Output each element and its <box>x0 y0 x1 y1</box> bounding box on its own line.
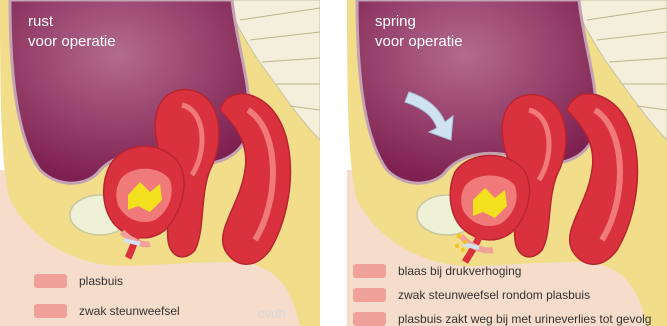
panel-jump: spring voor operatie blaas bij drukverho… <box>347 0 667 326</box>
legend-swatch <box>34 304 67 318</box>
title-line-2: voor operatie <box>375 32 463 52</box>
legend-item-urethra-sags: plasbuis zakt weg bij met urineverlies t… <box>353 312 651 326</box>
panel-title-jump: spring voor operatie <box>375 12 463 52</box>
legend-item-urethra: plasbuis <box>34 274 123 288</box>
legend-label: zwak steunweefsel <box>79 304 180 318</box>
title-line-1: spring <box>375 12 463 32</box>
legend-item-weak-tissue-urethra: zwak steunweefsel rondom plasbuis <box>353 288 590 302</box>
legend-label: plasbuis <box>79 274 123 288</box>
legend-label: blaas bij drukverhoging <box>398 264 521 278</box>
panel-rest: rust voor operatie plasbuis zwak steunwe… <box>0 0 320 326</box>
title-line-2: voor operatie <box>28 32 116 52</box>
title-line-1: rust <box>28 12 116 32</box>
legend-swatch <box>353 312 386 326</box>
legend-swatch <box>353 288 386 302</box>
legend-label: zwak steunweefsel rondom plasbuis <box>398 288 590 302</box>
legend-swatch <box>353 264 386 278</box>
legend-swatch <box>34 274 67 288</box>
legend-label: plasbuis zakt weg bij met urineverlies t… <box>398 312 651 326</box>
credit-text: cvdh <box>258 306 285 321</box>
legend-item-weak-tissue: zwak steunweefsel <box>34 304 180 318</box>
legend-item-bladder-pressure: blaas bij drukverhoging <box>353 264 521 278</box>
panel-title-rest: rust voor operatie <box>28 12 116 52</box>
